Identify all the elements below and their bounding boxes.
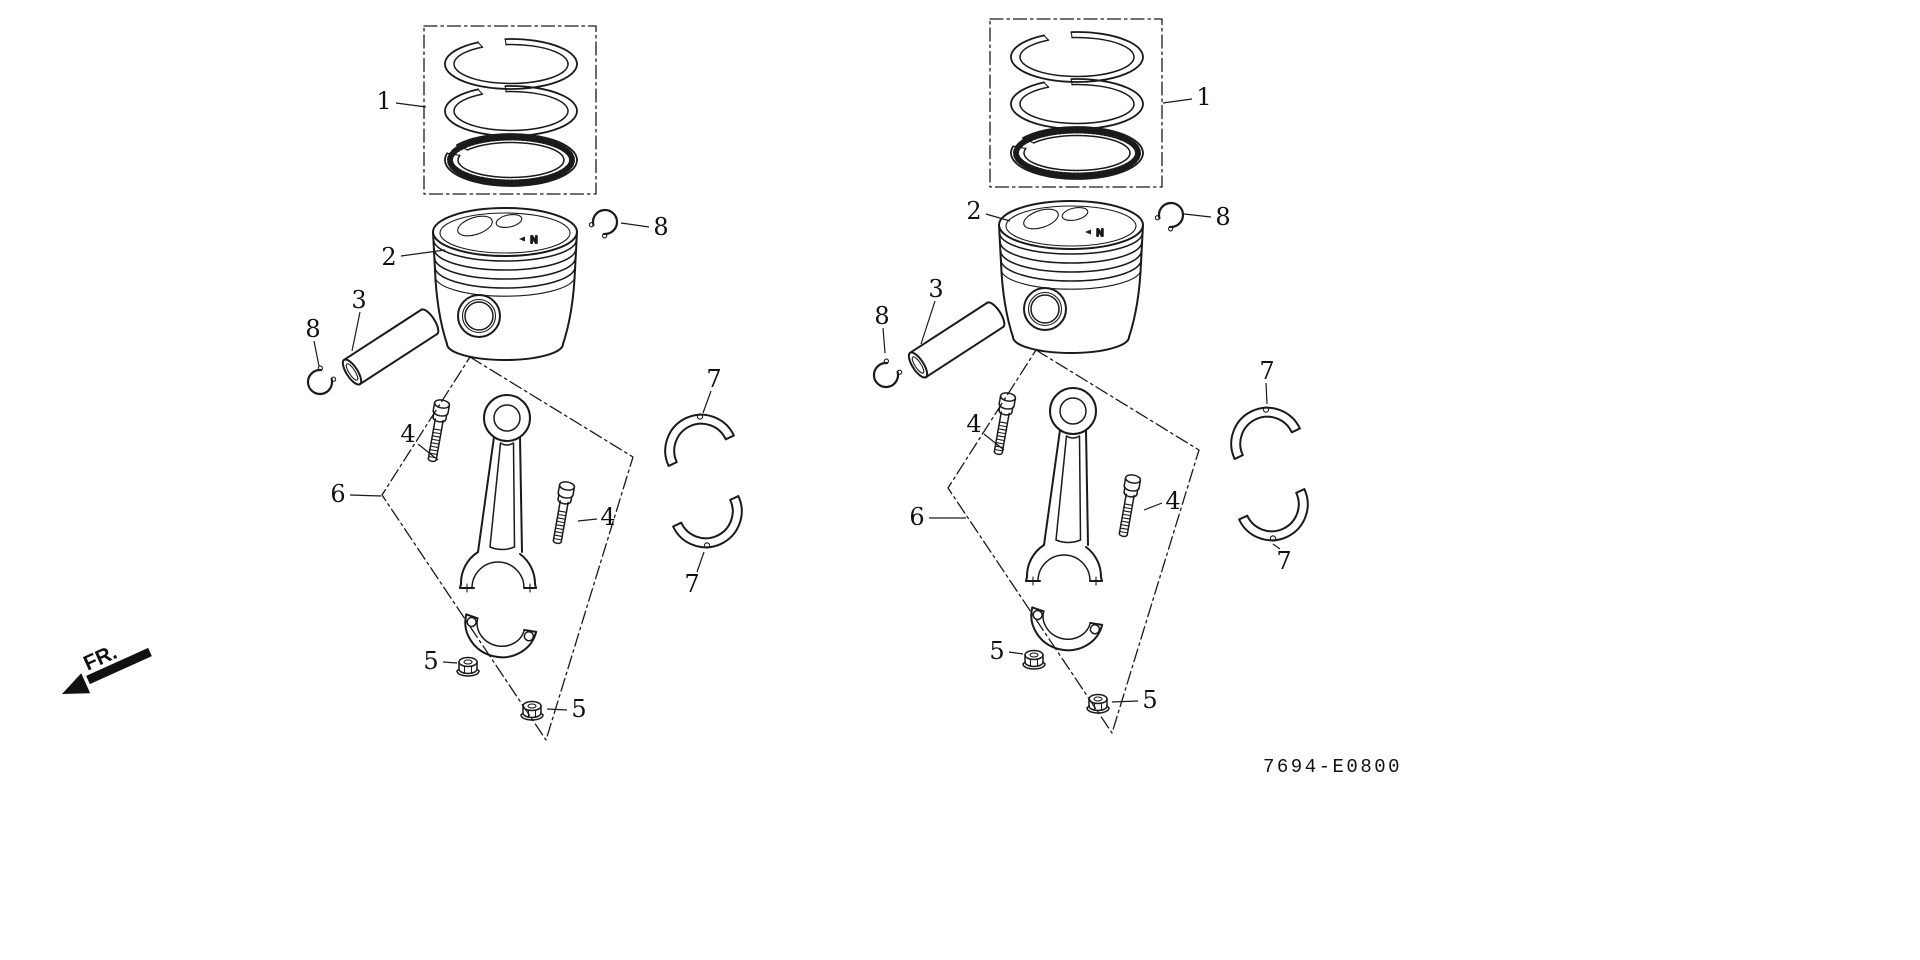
leader-line: [313, 340, 320, 367]
piston-assembly-left: [303, 26, 753, 740]
callout-pin-clip-right-b: 8: [874, 302, 889, 330]
callout-rod-nut-left-a: 5: [423, 647, 438, 675]
front-arrow-shaft: [86, 647, 152, 685]
leader-line: [417, 443, 439, 461]
callout-bearing-right-upper: 7: [1259, 357, 1274, 385]
callout-rod-bolt-left-b: 4: [600, 503, 615, 531]
callout-rod-nut-right-b: 5: [1142, 686, 1157, 714]
callout-ring-set-right: 1: [1196, 83, 1211, 111]
leader-line: [1183, 213, 1212, 218]
leader-line: [620, 222, 650, 228]
leader-line: [985, 213, 1011, 222]
callout-bearing-right-lower: 7: [1276, 547, 1291, 575]
front-direction-indicator: FR.: [62, 641, 152, 694]
callout-rod-bolt-left-a: 4: [400, 420, 415, 448]
callout-rod-nut-right-a: 5: [989, 637, 1004, 665]
callout-pin-clip-left-a: 8: [653, 213, 668, 241]
leader-line: [983, 433, 1005, 451]
leader-line: [1272, 543, 1281, 550]
leader-line: [1111, 700, 1139, 703]
leader-line: [920, 300, 936, 345]
leader-line: [442, 661, 458, 664]
leader-line: [349, 494, 382, 497]
diagram-code: 7694-E0800: [1263, 756, 1402, 778]
piston-assembly-right: [869, 19, 1319, 733]
leader-line: [882, 327, 886, 354]
leader-line: [696, 551, 705, 573]
callout-piston-left: 2: [381, 243, 396, 271]
callouts-right: 1 2 8 3 8 6 4 4 5 5 7 7: [874, 83, 1291, 714]
callout-piston-right: 2: [966, 197, 981, 225]
callout-rod-nut-left-b: 5: [571, 695, 586, 723]
callout-pin-clip-right-a: 8: [1215, 203, 1230, 231]
callout-bearing-left-lower: 7: [684, 570, 699, 598]
callout-connecting-rod-right: 6: [909, 503, 924, 531]
callout-piston-pin-left: 3: [351, 286, 366, 314]
leader-line: [546, 708, 568, 711]
leader-line: [1008, 651, 1024, 655]
leader-line: [1143, 502, 1163, 511]
callout-connecting-rod-left: 6: [330, 480, 345, 508]
leader-line: [1162, 98, 1193, 104]
leader-line: [395, 102, 427, 108]
leader-line: [577, 518, 598, 522]
callout-rod-bolt-right-b: 4: [1165, 487, 1180, 515]
callout-ring-set-left: 1: [376, 87, 391, 115]
leader-line: [400, 249, 446, 257]
callout-bearing-left-upper: 7: [706, 365, 721, 393]
leader-line: [351, 311, 361, 352]
callout-piston-pin-right: 3: [928, 275, 943, 303]
front-arrow-head: [62, 673, 91, 694]
leader-line: [1265, 382, 1268, 405]
callouts-left: 1 2 8 3 8 6 4 4 5 5 7 7: [305, 87, 721, 723]
callout-rod-bolt-right-a: 4: [966, 410, 981, 438]
leader-line: [702, 390, 712, 414]
callout-pin-clip-left-b: 8: [305, 315, 320, 343]
